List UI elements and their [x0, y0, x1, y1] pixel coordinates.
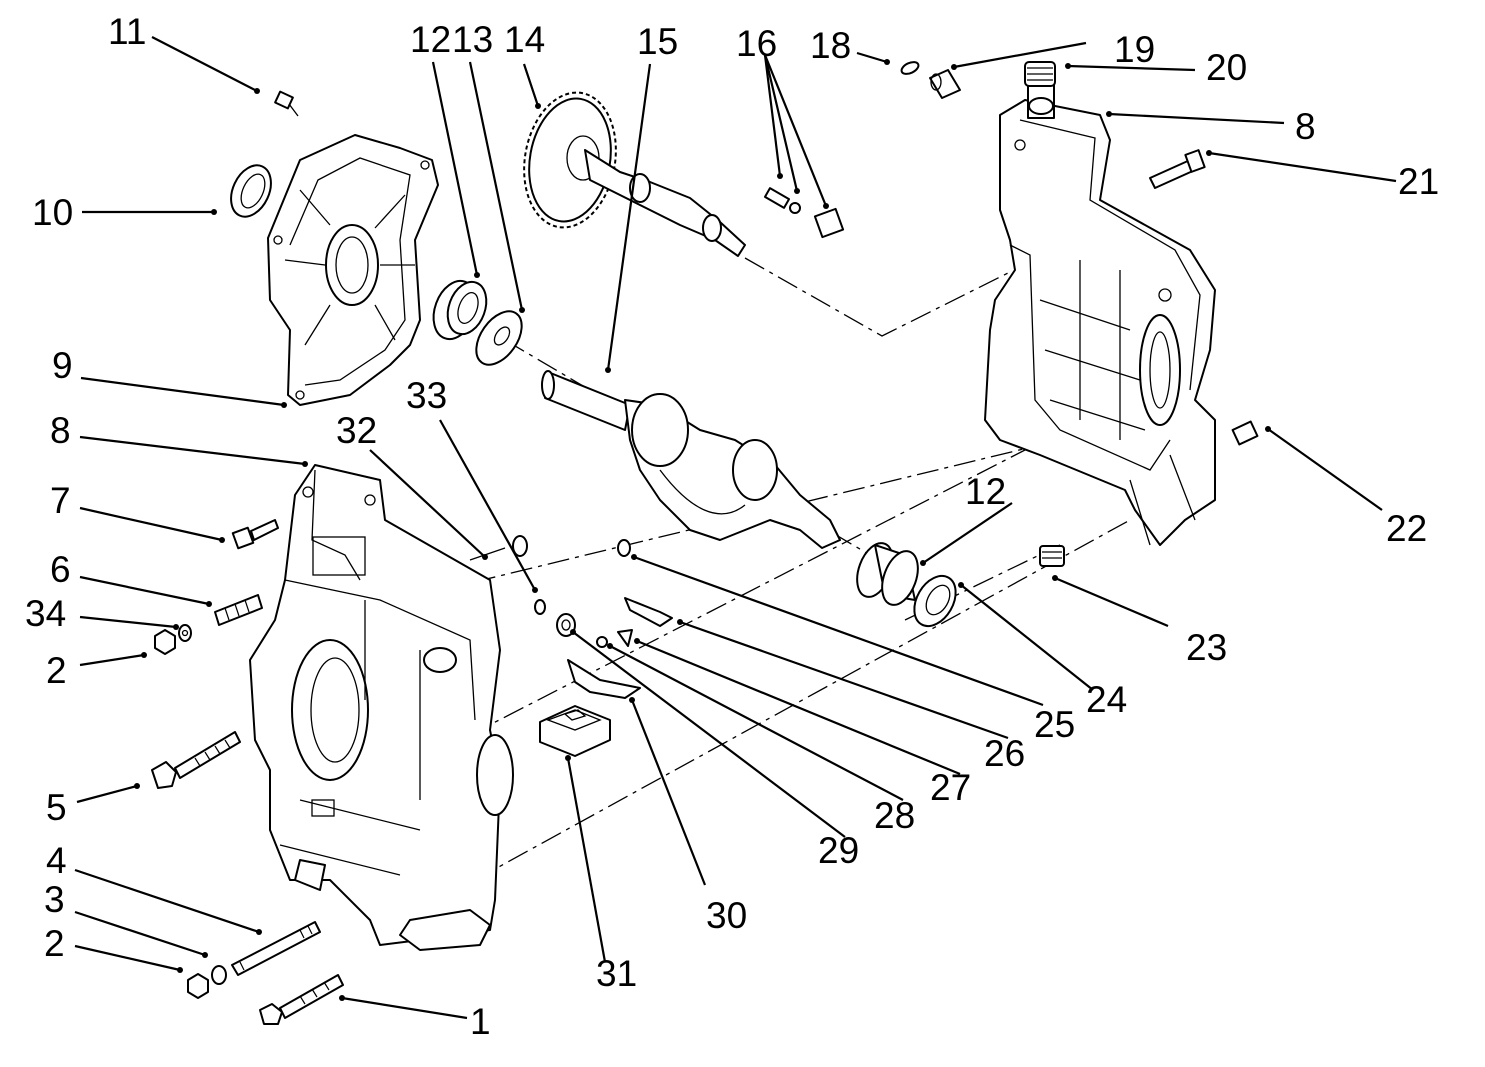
callout-24: 24 — [1086, 679, 1127, 720]
callout-15: 15 — [637, 21, 678, 62]
screw-part-28 — [596, 636, 608, 648]
bolt-part-7 — [231, 519, 279, 550]
oil-seal-part-24 — [913, 574, 957, 628]
bolt-part-1 — [259, 974, 344, 1025]
bolt-part-5 — [151, 731, 241, 789]
callout-30: 30 — [706, 895, 747, 936]
callout-12-upper: 12 — [410, 19, 451, 60]
bolt-part-21 — [1149, 149, 1206, 189]
o-ring-part-25 — [617, 539, 631, 557]
crankshaft-part-15 — [541, 370, 841, 549]
callout-32: 32 — [336, 410, 377, 451]
callout-33: 33 — [406, 375, 447, 416]
fitting-part-19 — [929, 69, 961, 99]
callout-31: 31 — [596, 953, 637, 994]
callout-2-upper: 2 — [46, 650, 67, 691]
callout-29: 29 — [818, 830, 859, 871]
callout-13: 13 — [452, 19, 493, 60]
crankcase-half-right-part-8 — [984, 81, 1216, 546]
callout-27: 27 — [930, 767, 971, 808]
breather-part-20 — [1024, 61, 1056, 87]
callout-10: 10 — [32, 192, 73, 233]
o-ring-part-33 — [534, 599, 546, 615]
bearing-part-12-lower — [856, 542, 919, 606]
dowel-part-32 — [469, 535, 528, 561]
callout-28: 28 — [874, 795, 915, 836]
callout-23: 23 — [1186, 627, 1227, 668]
washer-part-34 — [178, 624, 192, 642]
bracket-part-26 — [624, 597, 673, 627]
clip-part-27 — [617, 629, 633, 647]
plug-part-23 — [1039, 545, 1065, 567]
callout-7: 7 — [50, 480, 71, 521]
oil-seal-part-10 — [230, 164, 272, 218]
callout-9: 9 — [52, 345, 73, 386]
callout-labels: 11 10 9 8 7 6 34 2 5 4 3 2 1 12 13 14 15… — [25, 11, 1439, 1042]
cover-plate-part-31 — [539, 705, 611, 757]
callout-19: 19 — [1114, 29, 1155, 70]
callout-26: 26 — [984, 733, 1025, 774]
nut-part-2-lower — [187, 973, 209, 999]
crankcase-half-left-part-8 — [249, 464, 514, 951]
callout-21: 21 — [1398, 161, 1439, 202]
callout-1: 1 — [470, 1001, 491, 1042]
screw-part-11 — [274, 90, 299, 117]
callout-16: 16 — [736, 23, 777, 64]
callout-11: 11 — [108, 11, 146, 52]
stud-part-6 — [214, 594, 263, 626]
gasket-part-30 — [567, 659, 641, 699]
callout-6: 6 — [50, 549, 71, 590]
leader-lines — [74, 36, 1397, 1020]
thrust-washer-part-13 — [475, 310, 523, 366]
callout-8-left: 8 — [50, 410, 71, 451]
callout-4: 4 — [46, 840, 67, 881]
bearing-part-12-upper — [432, 279, 488, 341]
callout-34: 34 — [25, 593, 66, 634]
camshaft-gear-part-14 — [523, 91, 746, 257]
callout-18: 18 — [810, 25, 851, 66]
callout-3: 3 — [44, 879, 65, 920]
callout-2-lower: 2 — [44, 923, 65, 964]
tappets-part-16 — [763, 187, 845, 239]
callout-8-right: 8 — [1295, 106, 1316, 147]
callout-12-lower: 12 — [965, 471, 1006, 512]
front-cover-part-9 — [267, 134, 439, 406]
nut-part-2-upper — [154, 629, 176, 655]
o-ring-part-18 — [900, 61, 920, 75]
callout-25: 25 — [1034, 704, 1075, 745]
stud-part-4 — [231, 921, 321, 976]
plug-part-22 — [1231, 420, 1259, 446]
callout-22: 22 — [1386, 508, 1427, 549]
callout-5: 5 — [46, 787, 67, 828]
washer-part-3 — [211, 965, 227, 985]
callout-20: 20 — [1206, 47, 1247, 88]
callout-14: 14 — [504, 19, 545, 60]
